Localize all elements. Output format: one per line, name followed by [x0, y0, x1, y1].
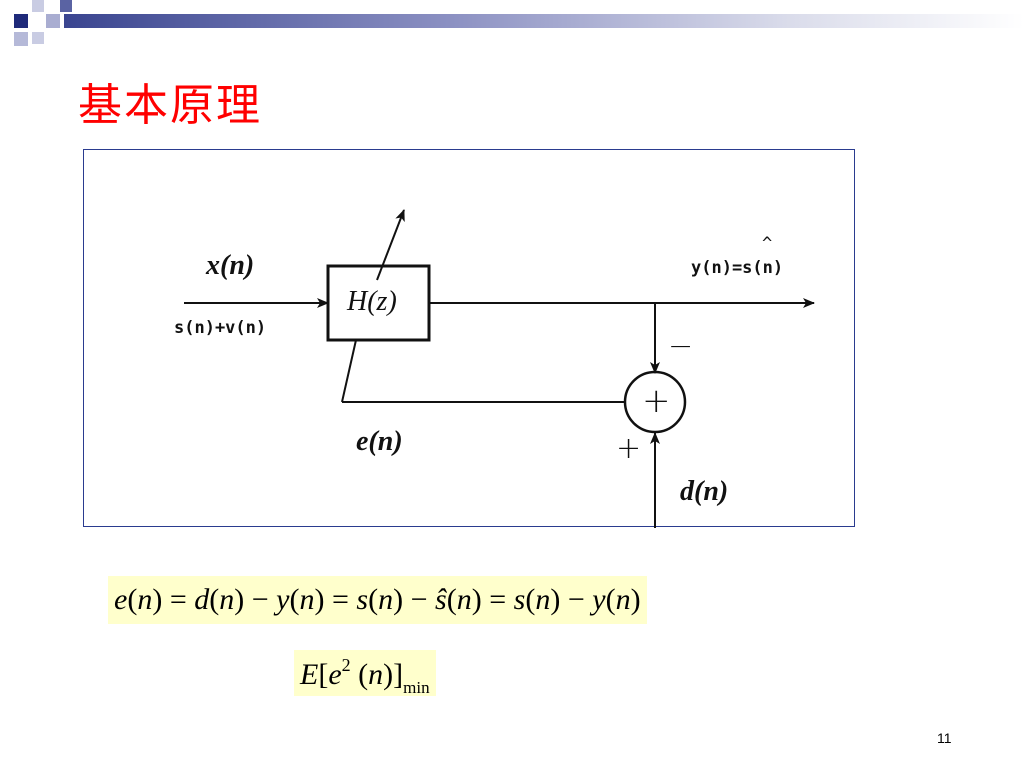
slide-title: 基本原理	[78, 80, 262, 131]
deco-square-light	[32, 0, 44, 12]
header-decoration	[0, 0, 1024, 50]
deco-square-light	[46, 14, 60, 28]
deco-square-dark	[14, 14, 28, 28]
objective-function: E[e2 (n)]min	[294, 650, 436, 696]
error-feedback-line	[341, 339, 357, 403]
minus-sign: −	[668, 329, 694, 364]
summer-symbol: +	[642, 381, 671, 421]
error-label: e(n)	[356, 426, 403, 457]
block-diagram: x(n) s(n)+v(n) H(z) ^ y(n)=s(n) − + + e(…	[83, 149, 855, 528]
deco-square-light	[14, 32, 28, 46]
deco-square-light	[32, 32, 44, 44]
error-equation: e(n) = d(n) − y(n) = s(n) − ŝ(n) = s(n) …	[108, 576, 647, 624]
adaptation-arrow	[376, 209, 405, 281]
deco-square-dark	[60, 0, 72, 12]
output-hat: ^	[762, 234, 773, 254]
filter-label: H(z)	[347, 286, 397, 317]
header-gradient-bar	[64, 14, 1024, 28]
input-sublabel: s(n)+v(n)	[174, 318, 267, 338]
desired-label: d(n)	[680, 476, 729, 507]
diagram-lines	[184, 209, 815, 528]
input-label: x(n)	[206, 250, 255, 281]
plus-sign: +	[616, 431, 642, 466]
output-label: y(n)=s(n)	[691, 258, 784, 278]
page-number: 11	[937, 730, 952, 746]
